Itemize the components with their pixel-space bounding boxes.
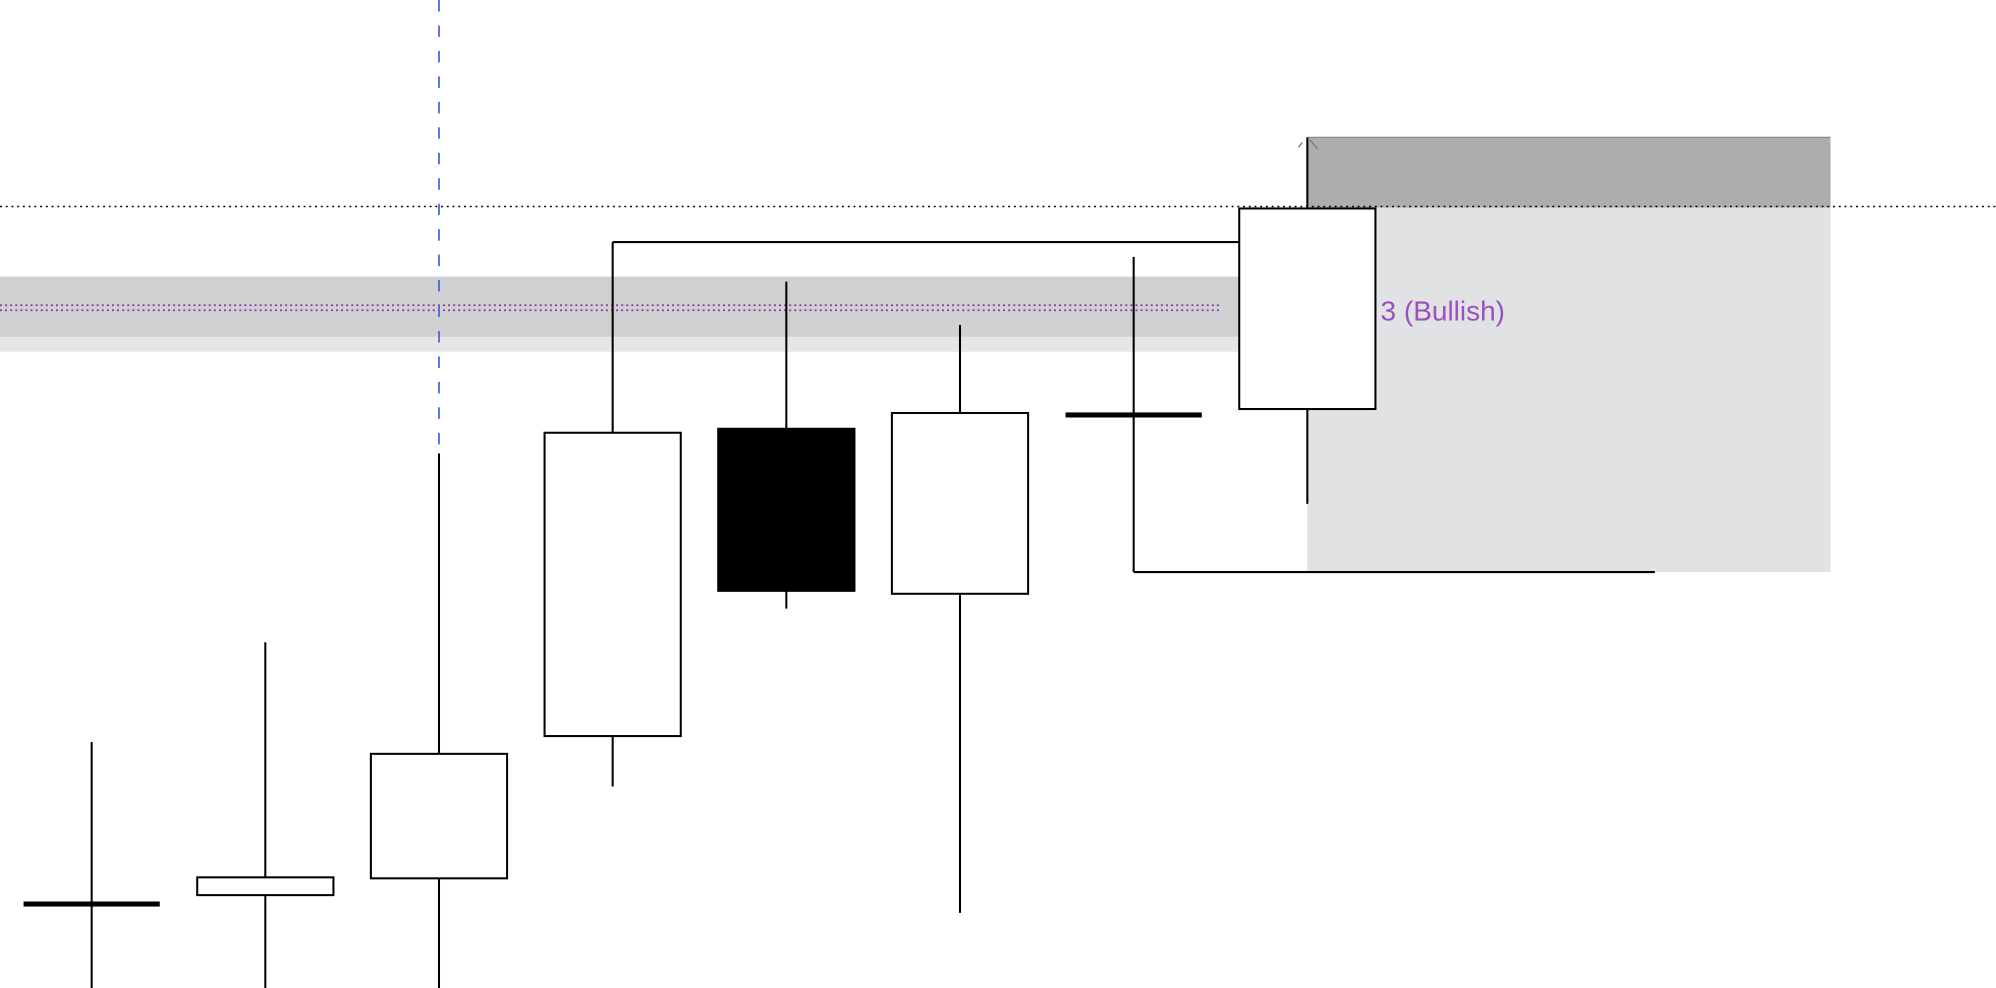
candle-body-bearish-4 xyxy=(717,427,856,592)
support-band xyxy=(0,276,1481,337)
candle-body-bullish-7 xyxy=(1238,207,1377,411)
candle-body-doji-6 xyxy=(1065,412,1202,418)
zone-handle-icon xyxy=(1297,139,1319,150)
candle-body-bullish-2 xyxy=(369,752,509,880)
pattern-label: 3 (Bullish) xyxy=(1381,296,1505,327)
zone-upper xyxy=(1307,137,1831,208)
candle-body-bullish-1 xyxy=(196,876,335,897)
candle-body-doji-0 xyxy=(23,901,160,907)
zone-lower xyxy=(1307,207,1831,573)
candle-body-bullish-5 xyxy=(890,411,1030,595)
band-shadow xyxy=(0,336,1481,352)
candle-body-bullish-3 xyxy=(543,431,682,738)
